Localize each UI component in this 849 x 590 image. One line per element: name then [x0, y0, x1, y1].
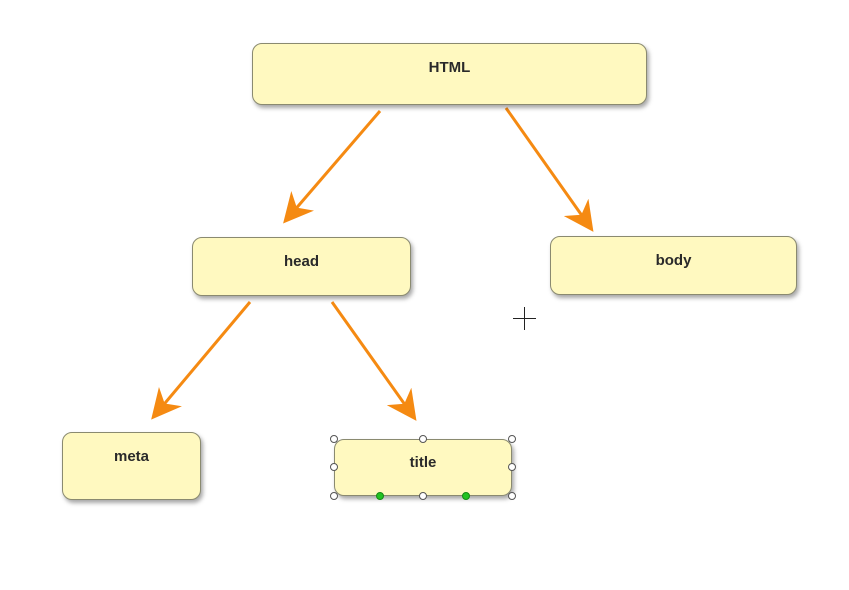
resize-handle-bottom[interactable] — [419, 492, 427, 500]
resize-handle-right[interactable] — [508, 463, 516, 471]
edge-html-head[interactable] — [283, 110, 382, 224]
resize-handle-bottom-left[interactable] — [330, 492, 338, 500]
connection-point-bottom-left[interactable] — [376, 492, 384, 500]
node-label: head — [283, 253, 319, 270]
resize-handle-top-left[interactable] — [330, 435, 338, 443]
connection-point-bottom-right[interactable] — [462, 492, 470, 500]
resize-handle-left[interactable] — [330, 463, 338, 471]
node-label: title — [409, 454, 437, 471]
node-label: HTML — [428, 59, 471, 76]
node-body[interactable]: body — [550, 236, 797, 295]
edge-head-meta[interactable] — [151, 301, 252, 420]
node-label: meta — [113, 448, 150, 465]
node-head[interactable]: head — [192, 237, 411, 296]
edge-head-title[interactable] — [330, 301, 417, 421]
node-html[interactable]: HTML — [252, 43, 647, 105]
resize-handle-top[interactable] — [419, 435, 427, 443]
crosshair-cursor-icon — [513, 307, 536, 330]
resize-handle-top-right[interactable] — [508, 435, 516, 443]
node-title-selected[interactable]: title — [334, 439, 512, 496]
node-meta[interactable]: meta — [62, 432, 201, 500]
node-label: body — [655, 252, 692, 269]
resize-handle-bottom-right[interactable] — [508, 492, 516, 500]
edge-html-body[interactable] — [504, 107, 594, 232]
